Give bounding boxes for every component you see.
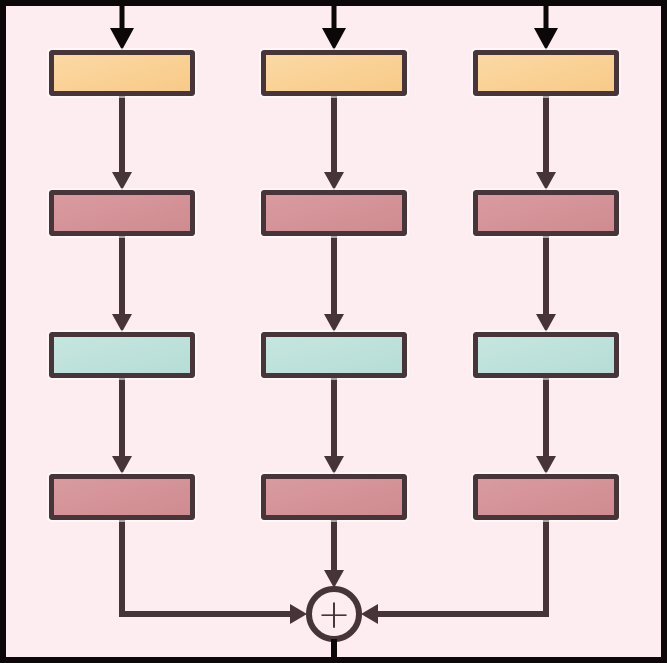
arrow-branch1-stage1-to-stage2 [112, 96, 132, 190]
sum-symbol: + [317, 592, 351, 638]
branch2-stage1-box [261, 50, 407, 96]
branch2-stage3-box [261, 332, 407, 378]
branch3-stage2-box [473, 190, 619, 236]
branch1-stage2-box [49, 190, 195, 236]
input-arrow-branch1 [110, 6, 134, 50]
input-arrow-branch3 [534, 6, 558, 50]
branch3-stage4-box [473, 474, 619, 520]
branch3-stage3-box [473, 332, 619, 378]
branch3-stage1-box [473, 50, 619, 96]
arrow-branch2-stage2-to-stage3 [324, 236, 344, 332]
arrow-branch2-stage1-to-stage2 [324, 96, 344, 190]
arrow-branch1-to-sum [119, 520, 307, 624]
sum-node: + [306, 586, 362, 642]
arrow-branch3-stage1-to-stage2 [536, 96, 556, 190]
arrow-branch1-stage2-to-stage3 [112, 236, 132, 332]
branch2-stage2-box [261, 190, 407, 236]
input-arrow-branch2 [322, 6, 346, 50]
branch1-stage3-box [49, 332, 195, 378]
arrow-branch2-to-sum [324, 520, 344, 588]
arrow-branch3-stage2-to-stage3 [536, 236, 556, 332]
arrow-branch3-stage3-to-stage4 [536, 378, 556, 474]
branch2-stage4-box [261, 474, 407, 520]
branch1-stage4-box [49, 474, 195, 520]
branch1-stage1-box [49, 50, 195, 96]
arrow-branch2-stage3-to-stage4 [324, 378, 344, 474]
arrow-branch1-stage3-to-stage4 [112, 378, 132, 474]
arrow-branch3-to-sum [361, 520, 549, 624]
